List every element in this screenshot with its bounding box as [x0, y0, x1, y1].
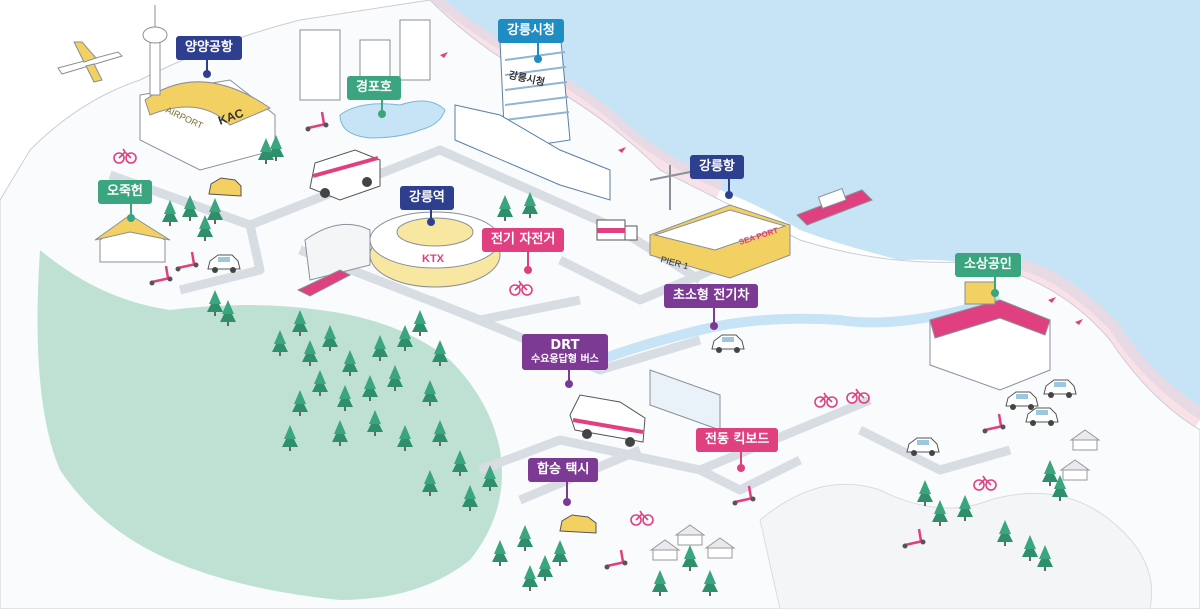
pin-taxi [563, 482, 571, 506]
ktx-station: KTX [296, 211, 501, 297]
label-city-hall[interactable]: 강릉시청 [498, 19, 564, 43]
label-lake[interactable]: 경포호 [347, 76, 401, 100]
label-ojukheon[interactable]: 오죽헌 [98, 180, 152, 204]
control-tower-icon [142, 5, 168, 96]
pin-lake [378, 100, 386, 118]
label-micro-ev[interactable]: 초소형 전기차 [664, 284, 759, 308]
svg-text:KTX: KTX [422, 253, 445, 265]
label-e-scooter[interactable]: 전동 킥보드 [696, 428, 779, 452]
label-drt-sub: 수요응답형 버스 [531, 354, 599, 365]
label-drt-title: DRT [550, 338, 580, 353]
label-harbor[interactable]: 강릉항 [690, 155, 744, 179]
pin-small-business [991, 277, 999, 297]
bird-icon [440, 52, 1083, 325]
pin-micro-ev [710, 308, 718, 330]
pin-city-hall [534, 43, 542, 63]
label-airport[interactable]: 양양공항 [176, 36, 242, 60]
label-e-bike[interactable]: 전기 자전거 [482, 228, 565, 252]
pin-drt [565, 368, 573, 388]
airport-terminal: AIRPORT KAC [139, 79, 276, 171]
cafe-shop [929, 281, 1051, 391]
label-taxi[interactable]: 합승 택시 [528, 458, 599, 482]
van-icon [569, 394, 646, 447]
harbor-terminal: PIER 1 SEA PORT [649, 165, 791, 279]
pin-station [427, 210, 435, 226]
pin-airport [203, 60, 211, 78]
taxi-icon [208, 177, 242, 197]
airplane-icon [57, 41, 123, 83]
truck-icon [596, 219, 638, 241]
ship-icon [796, 187, 873, 226]
taxi-icon [559, 514, 597, 534]
label-drt[interactable]: DRT 수요응답형 버스 [522, 334, 608, 370]
pin-e-bike [524, 252, 532, 274]
pin-harbor [725, 179, 733, 199]
label-station[interactable]: 강릉역 [400, 186, 454, 210]
van-icon [309, 149, 381, 201]
ojukheon-house [94, 214, 171, 263]
label-small-business[interactable]: 소상공인 [955, 253, 1021, 277]
pin-e-scooter [737, 452, 745, 472]
pin-ojukheon [127, 204, 135, 222]
